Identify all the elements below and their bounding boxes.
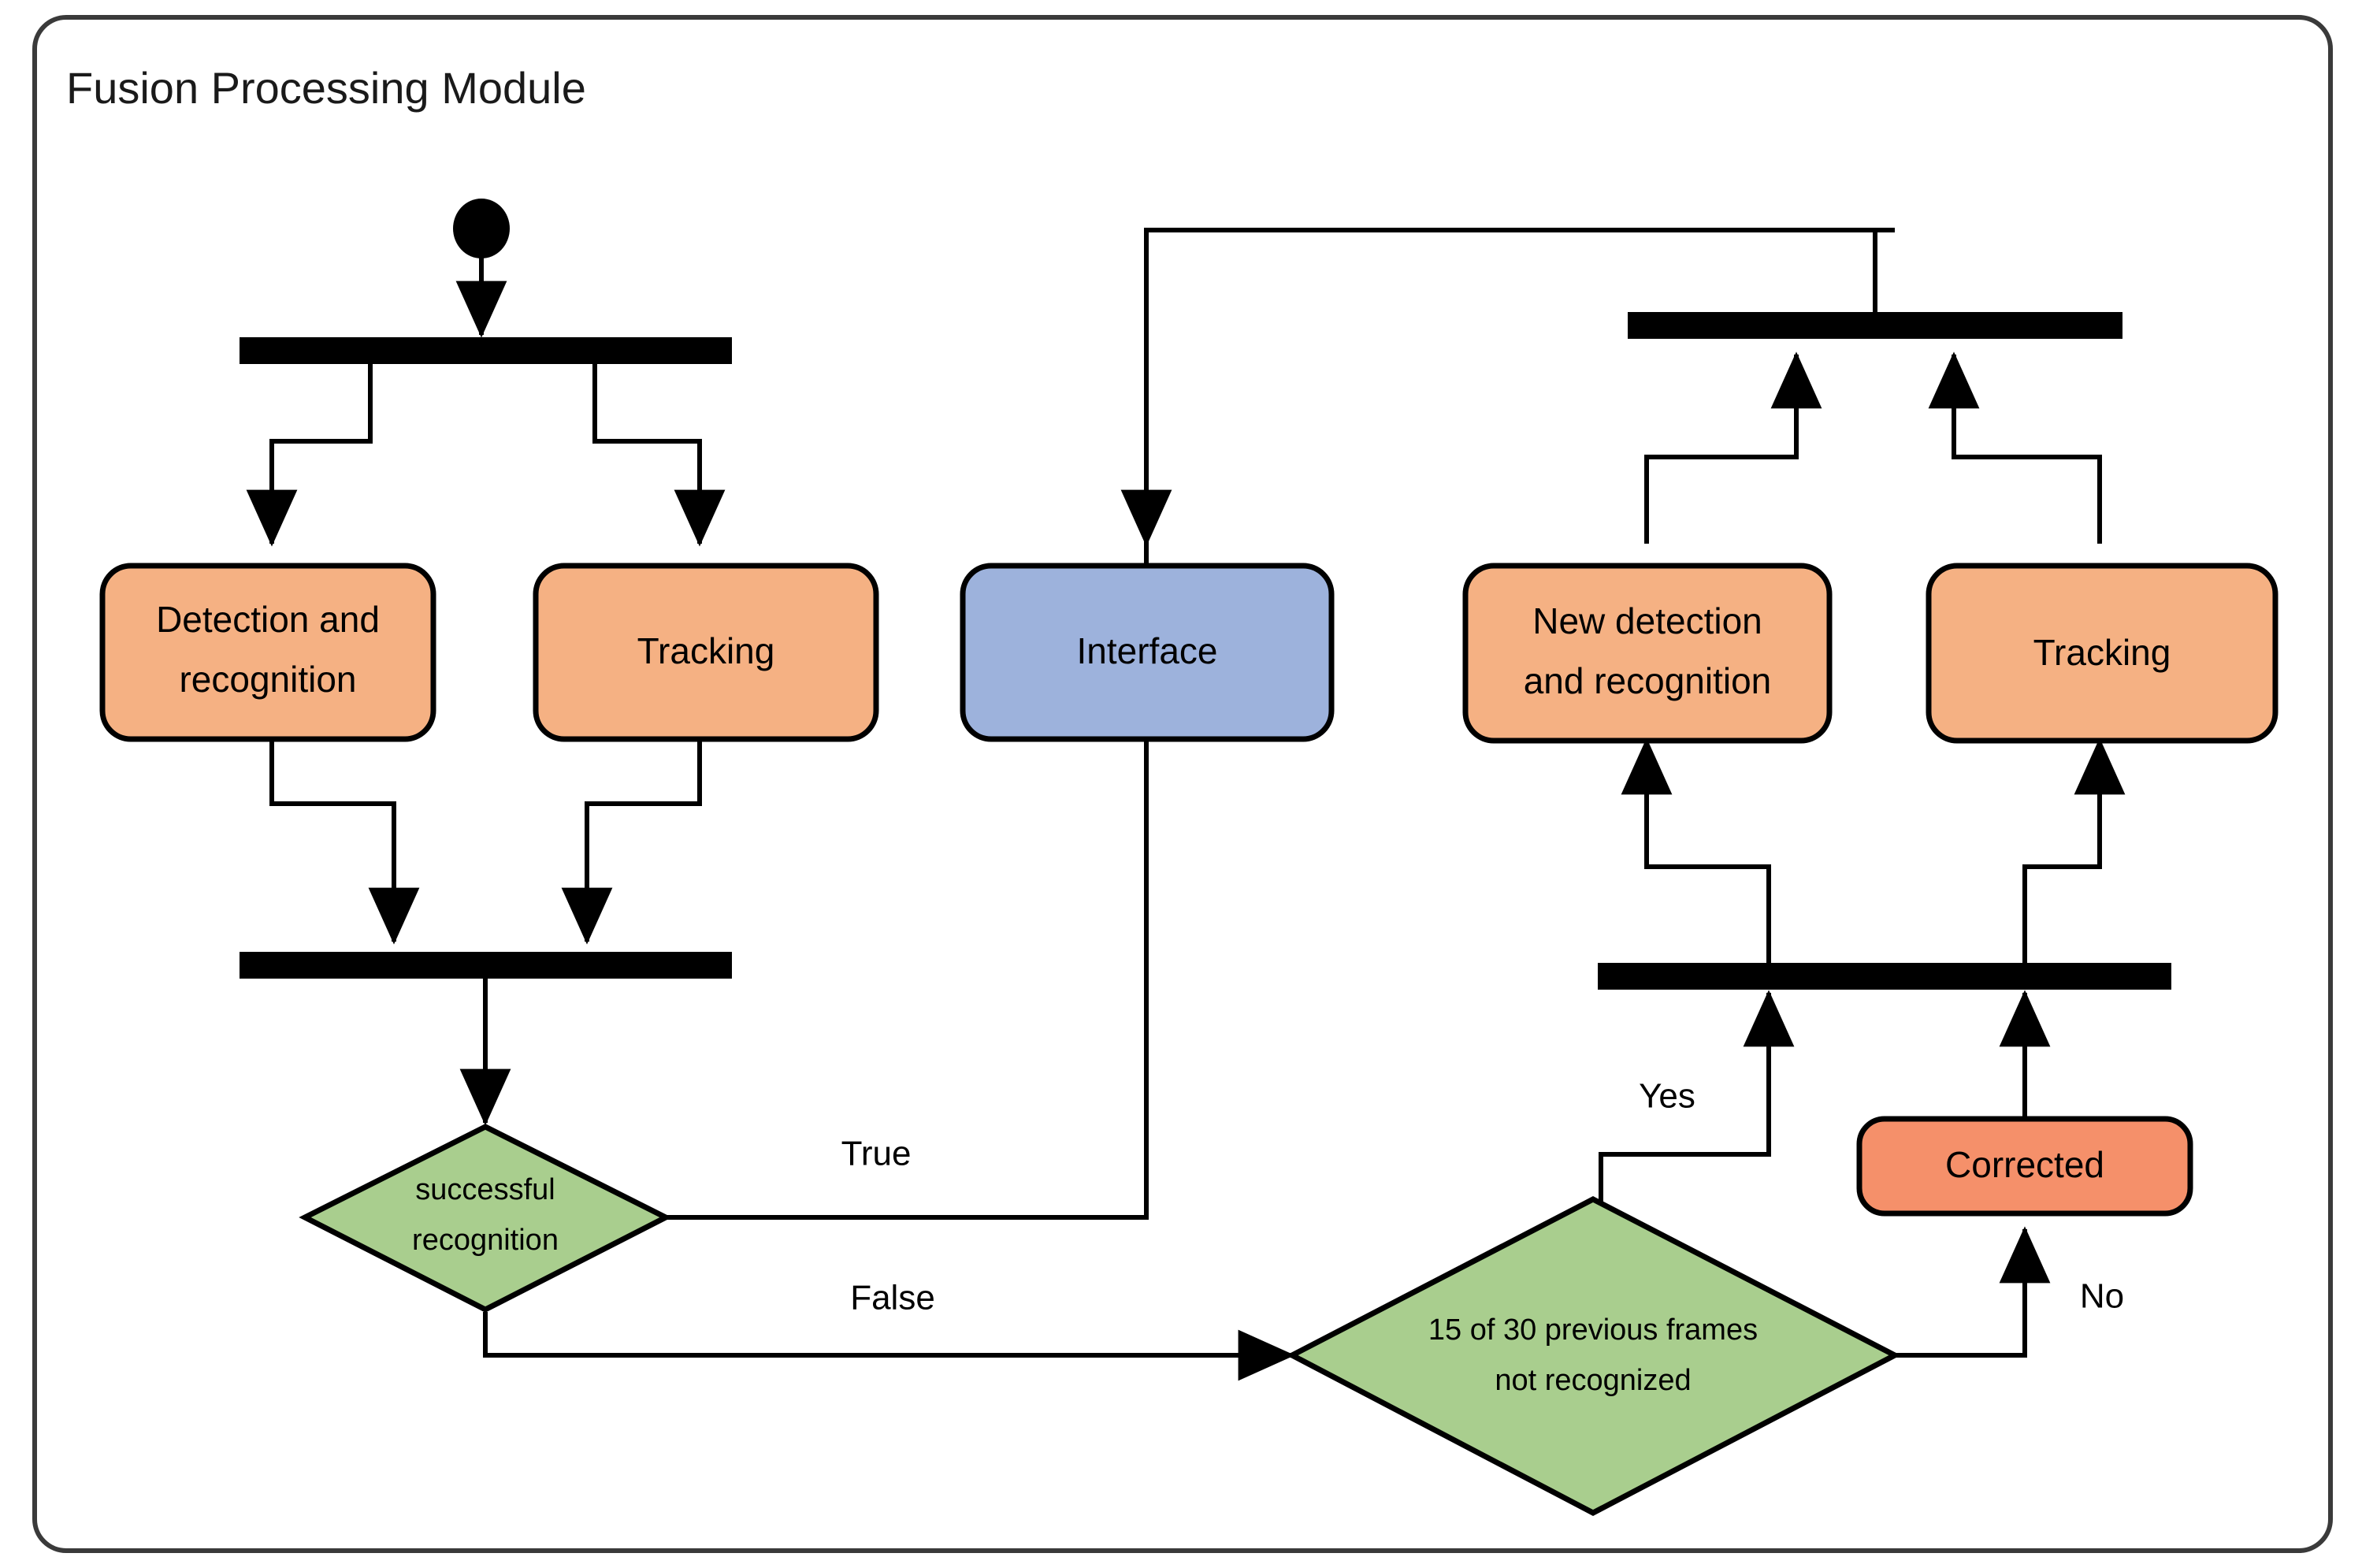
activity-tracking-left-label: Tracking xyxy=(637,630,775,671)
fork-bar-top-left xyxy=(240,337,732,364)
edge-false-to-frames xyxy=(483,1312,1295,1381)
decision-successful-recognition[interactable]: successful recognition xyxy=(299,1124,672,1313)
activity-interface-label: Interface xyxy=(1077,630,1218,671)
edge-yes-to-fork xyxy=(1599,990,1795,1217)
edge-join-to-interface xyxy=(1120,228,1877,547)
join-bar-top-right xyxy=(1628,312,2122,339)
edge-label-no: No xyxy=(2080,1277,2124,1316)
activity-detection-and-recognition[interactable]: Detection and recognition xyxy=(99,563,436,742)
edge-label-false: False xyxy=(850,1279,935,1317)
edge-fork-to-detection xyxy=(246,364,373,547)
edge-label-yes: Yes xyxy=(1639,1077,1695,1116)
edge-tracking-left-to-join xyxy=(561,739,702,945)
module-title: Fusion Processing Module xyxy=(66,63,586,113)
initial-node xyxy=(453,199,510,258)
decision-successful-line2: recognition xyxy=(412,1224,559,1257)
activity-detection-line2: recognition xyxy=(179,659,356,700)
activity-corrected-label: Corrected xyxy=(1945,1144,2104,1185)
edge-tracking-right-to-join xyxy=(1928,351,2102,544)
edge-fork-to-new-detection xyxy=(1621,738,1771,963)
activity-new-detection-line2: and recognition xyxy=(1524,660,1772,701)
edge-fork-to-tracking-right xyxy=(2022,738,2126,963)
activity-tracking-right-label: Tracking xyxy=(2033,632,2171,673)
fork-bar-bottom-right xyxy=(1598,963,2171,990)
edge-no-to-corrected xyxy=(1895,1226,2051,1358)
activity-tracking-left[interactable]: Tracking xyxy=(533,563,879,742)
decision-frames-line2: not recognized xyxy=(1495,1364,1691,1397)
activity-corrected[interactable]: Corrected xyxy=(1856,1116,2193,1217)
activity-new-detection-line1: New detection xyxy=(1532,600,1762,641)
edge-label-true: True xyxy=(841,1135,912,1173)
activity-interface[interactable]: Interface xyxy=(960,563,1335,742)
module-frame xyxy=(32,15,2333,1553)
decision-frames-not-recognized[interactable]: 15 of 30 previous frames not recognized xyxy=(1286,1196,1901,1516)
edge-fork-to-tracking-left xyxy=(592,364,726,547)
join-bar-left xyxy=(240,952,732,979)
decision-successful-line1: successful xyxy=(415,1173,555,1206)
activity-new-detection-and-recognition[interactable]: New detection and recognition xyxy=(1462,563,1833,744)
decision-frames-line1: 15 of 30 previous frames xyxy=(1428,1313,1758,1347)
activity-detection-line1: Detection and xyxy=(156,599,380,640)
activity-tracking-right[interactable]: Tracking xyxy=(1926,563,2278,744)
edge-new-detection-to-join xyxy=(1644,351,1822,544)
edge-detection-to-join xyxy=(269,739,420,945)
